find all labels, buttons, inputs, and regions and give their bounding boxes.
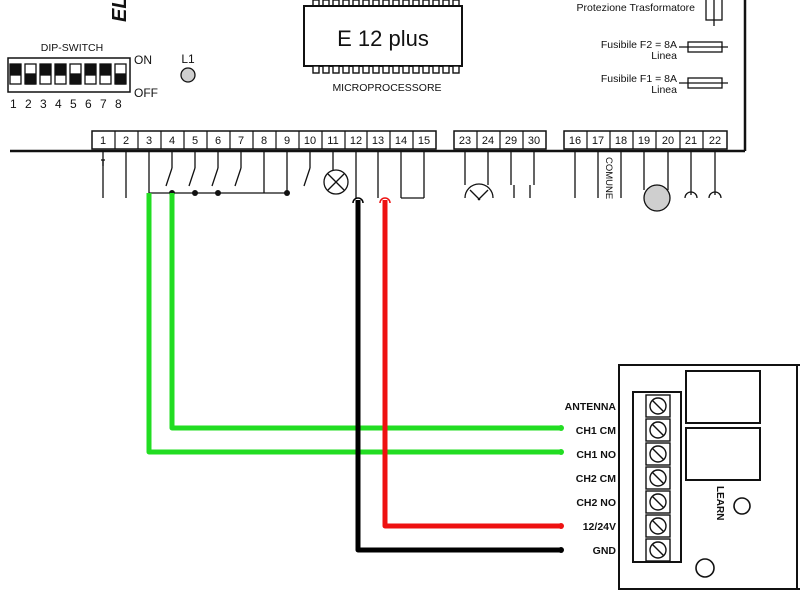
- screw-icon: [645, 466, 671, 490]
- fuse-f1-label: Fusibile F1 = 8A: [601, 73, 677, 85]
- dip-number: 1: [10, 97, 17, 111]
- terminal-gnd-label: GND: [593, 545, 617, 557]
- terminal-label: 14: [395, 135, 407, 147]
- screw-icon: [645, 538, 671, 562]
- terminal-label: 24: [482, 135, 494, 147]
- dip-number: 2: [25, 97, 32, 111]
- terminal-label: 12: [350, 135, 362, 147]
- terminal-label: 7: [238, 135, 244, 147]
- screw-icon: [645, 418, 671, 442]
- microprocessor-chip: E 12 plus MICROPROCESSORE: [303, 0, 463, 94]
- terminal-ch1-cm-label: CH1 CM: [576, 425, 617, 437]
- learn-label: LEARN: [714, 486, 725, 520]
- receiver-terminal-labels: ANTENNA CH1 CM CH1 NO CH2 CM CH2 NO 12/2…: [565, 401, 617, 557]
- wire-ends: [558, 425, 564, 553]
- wire-red-power: [382, 200, 561, 529]
- transformer-protection-label: Protezione Trasformatore: [577, 2, 696, 14]
- screw-icon: [645, 514, 671, 538]
- fuse-f1-icon: [679, 77, 728, 89]
- dip-number: 7: [100, 97, 107, 111]
- dip-number: 8: [115, 97, 122, 111]
- terminal-label: 9: [284, 135, 290, 147]
- dip-numbers: 1 2 3 4 5 6 7 8: [10, 97, 122, 111]
- terminal-block-16-22: 16 17 18 19 20 21 22: [563, 130, 728, 150]
- terminal-label: 20: [662, 135, 674, 147]
- fuse-f1-sublabel: Linea: [651, 84, 677, 96]
- dip-levers: [9, 63, 127, 85]
- screw-icon: [645, 394, 671, 418]
- chip-label: E 12 plus: [337, 26, 429, 51]
- dip-switch-label: DIP-SWITCH: [41, 42, 103, 54]
- common-label: COMUNE: [603, 157, 614, 199]
- terminal-label: 22: [709, 135, 721, 147]
- input-contacts: [101, 151, 425, 199]
- wire-green-ch1-no: [146, 193, 561, 455]
- terminal-power-label: 12/24V: [583, 521, 616, 533]
- dip-number: 5: [70, 97, 77, 111]
- terminal-label: 29: [505, 135, 517, 147]
- screw-icon: [645, 490, 671, 514]
- wire-contact-marks: [352, 197, 391, 204]
- lamp-and-contact-23-30: [464, 151, 535, 201]
- wire-black-gnd: [355, 200, 561, 553]
- terminal-label: 11: [327, 135, 338, 147]
- terminal-label: 17: [592, 135, 604, 147]
- terminal-ch2-cm-label: CH2 CM: [576, 473, 617, 485]
- terminal-antenna-label: ANTENNA: [565, 401, 617, 413]
- terminal-label: 13: [372, 135, 384, 147]
- terminal-label: 19: [638, 135, 650, 147]
- chip-bottom-pins: [312, 65, 460, 74]
- terminal-label: 23: [459, 135, 471, 147]
- terminal-label: 3: [146, 135, 152, 147]
- radio-receiver: LEARN: [618, 364, 800, 590]
- terminal-ch2-no-label: CH2 NO: [576, 497, 616, 509]
- terminal-label: 5: [192, 135, 198, 147]
- terminal-label: 8: [261, 135, 267, 147]
- transformer-fuse-icon: [705, 0, 723, 26]
- terminal-label: 6: [215, 135, 221, 147]
- dip-number: 6: [85, 97, 92, 111]
- dip-number: 4: [55, 97, 62, 111]
- receiver-screws: [645, 394, 671, 562]
- terminal-label: 4: [169, 135, 175, 147]
- terminal-label: 10: [304, 135, 316, 147]
- learn-button[interactable]: [733, 497, 751, 515]
- led-label: L1: [181, 52, 195, 66]
- fuse-section: Protezione Trasformatore Fusibile F2 = 8…: [577, 0, 728, 96]
- terminal-label: 15: [418, 135, 430, 147]
- terminal-label: 21: [685, 135, 697, 147]
- brand-logo-fragment: EL: [109, 0, 131, 22]
- terminal-label: 2: [123, 135, 129, 147]
- terminal-block-1-15: 1 2 3 4 5 6 7 8 9 10 11 12 13 14 15: [91, 130, 437, 150]
- terminal-label: 30: [528, 135, 540, 147]
- fuse-f2-label: Fusibile F2 = 8A: [601, 39, 677, 51]
- fuse-f2-icon: [679, 41, 728, 53]
- terminal-label: 18: [615, 135, 627, 147]
- terminal-block-23-30: 23 24 29 30: [453, 130, 547, 150]
- terminal-ch1-no-label: CH1 NO: [576, 449, 616, 461]
- dip-on-label: ON: [134, 53, 152, 67]
- fuse-f2-sublabel: Linea: [651, 50, 677, 62]
- motor-circuits-16-22: [574, 151, 722, 212]
- dip-switch: DIP-SWITCH ON OFF 1 2 3 4 5 6 7 8: [7, 42, 158, 111]
- led-l1: L1: [180, 52, 196, 83]
- receiver-led: [695, 558, 715, 578]
- screw-icon: [645, 442, 671, 466]
- wires: [146, 193, 561, 553]
- wire-green-ch1-cm: [169, 193, 561, 431]
- terminal-label: 16: [569, 135, 581, 147]
- dip-number: 3: [40, 97, 47, 111]
- microprocessor-label: MICROPROCESSORE: [332, 82, 441, 94]
- dip-off-label: OFF: [134, 86, 158, 100]
- terminal-label: 1: [100, 135, 106, 147]
